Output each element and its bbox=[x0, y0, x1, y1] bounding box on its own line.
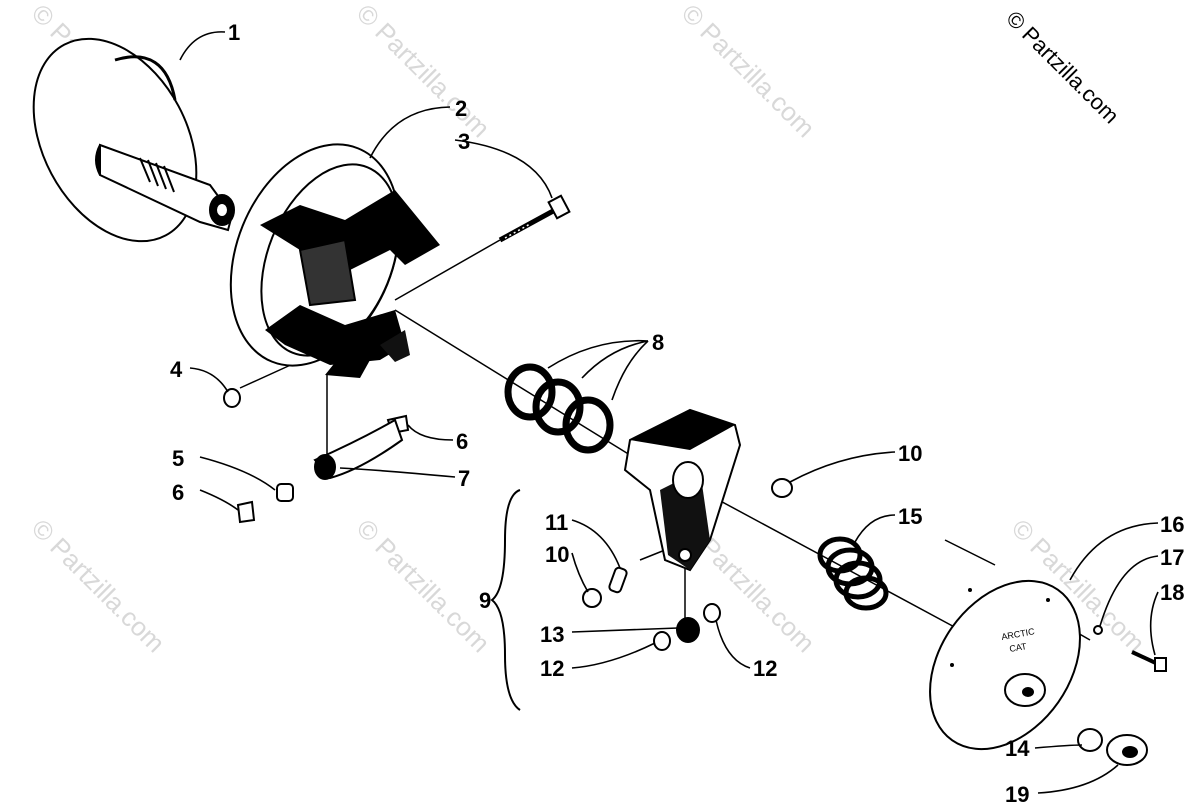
watermark: © Partzilla.com bbox=[351, 513, 496, 658]
part-arm-7 bbox=[313, 418, 404, 480]
copyright-text: © Partzilla.com bbox=[1001, 6, 1124, 129]
callout-10b: 10 bbox=[545, 542, 569, 567]
part-bolt-3 bbox=[498, 194, 571, 243]
callout-2: 2 bbox=[455, 96, 467, 121]
watermark: © Partzilla.com bbox=[676, 0, 821, 143]
callout-labels: 1 2 3 4 5 6 6 7 8 9 10 10 11 12 12 13 14… bbox=[170, 20, 1184, 807]
callout-10a: 10 bbox=[898, 441, 922, 466]
part-cap-19 bbox=[1106, 734, 1148, 766]
part-pin-5 bbox=[276, 483, 294, 502]
part-spider-9 bbox=[623, 408, 742, 572]
part-washer-14 bbox=[1077, 728, 1103, 752]
part-washer-6-b bbox=[236, 500, 256, 524]
watermarks: © Partzilla.com © Partzilla.com © Partzi… bbox=[26, 0, 1151, 658]
callout-4: 4 bbox=[170, 357, 183, 382]
callout-12b: 12 bbox=[753, 656, 777, 681]
callout-6a: 6 bbox=[456, 429, 468, 454]
part-button-10-a bbox=[771, 478, 793, 498]
part-button-10-b bbox=[582, 588, 602, 608]
part-washer-12-a bbox=[653, 631, 671, 651]
part-shims-8 bbox=[504, 363, 614, 454]
callout-17: 17 bbox=[1160, 545, 1184, 570]
callout-1: 1 bbox=[228, 20, 240, 45]
callout-16: 16 bbox=[1160, 512, 1184, 537]
part-spring-15 bbox=[817, 536, 889, 611]
part-bolt-18 bbox=[1131, 650, 1167, 672]
callout-5: 5 bbox=[172, 446, 184, 471]
cover-stamp-line2: CAT bbox=[1009, 641, 1028, 654]
part-drive-sheave bbox=[32, 37, 235, 243]
callout-6b: 6 bbox=[172, 480, 184, 505]
part-roller-13 bbox=[676, 617, 700, 643]
callout-19: 19 bbox=[1005, 782, 1029, 807]
part-pin-11 bbox=[608, 566, 628, 594]
callout-3: 3 bbox=[458, 129, 470, 154]
callout-9: 9 bbox=[479, 588, 491, 613]
callout-7: 7 bbox=[458, 466, 470, 491]
callout-18: 18 bbox=[1160, 580, 1184, 605]
callout-12a: 12 bbox=[540, 656, 564, 681]
callout-13: 13 bbox=[540, 622, 564, 647]
part-spider-housing bbox=[229, 143, 440, 378]
callout-8: 8 bbox=[652, 330, 664, 355]
part-lockwasher-17 bbox=[1093, 625, 1103, 635]
callout-14: 14 bbox=[1005, 736, 1030, 761]
callout-15: 15 bbox=[898, 504, 922, 529]
part-nut-4 bbox=[223, 388, 241, 408]
part-cover-16: ARCTIC CAT bbox=[929, 579, 1081, 751]
part-washer-12-b bbox=[703, 603, 721, 623]
leader-lines bbox=[179, 31, 1159, 794]
callout-11: 11 bbox=[545, 510, 568, 535]
watermark: © Partzilla.com bbox=[351, 0, 496, 143]
watermark: © Partzilla.com bbox=[26, 513, 171, 658]
